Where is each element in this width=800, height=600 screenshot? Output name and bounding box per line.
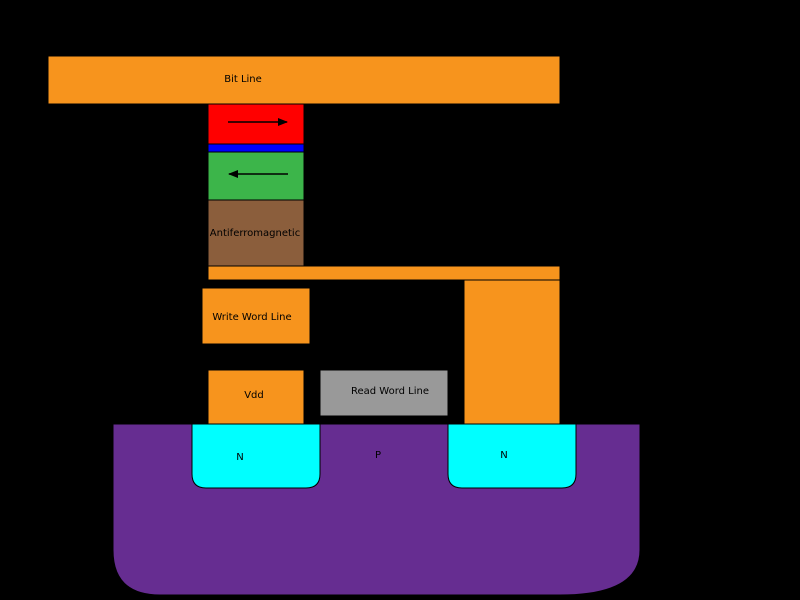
p-substrate-label: P <box>375 450 381 461</box>
write-word-line-label: Write Word Line <box>212 312 291 323</box>
n-region-right-label: N <box>500 450 507 461</box>
vdd-label: Vdd <box>244 390 264 401</box>
n-region-right <box>447 423 577 489</box>
free-layer <box>207 103 305 145</box>
tunnel-barrier <box>207 143 305 153</box>
n-region-left <box>191 423 321 489</box>
bottom-electrode-strap <box>207 265 561 281</box>
drain-via <box>463 279 561 425</box>
read-word-line-label: Read Word Line <box>351 386 429 397</box>
bit-line-label: Bit Line <box>224 74 262 85</box>
vdd-contact <box>207 369 305 425</box>
pinned-layer <box>207 151 305 201</box>
antiferromagnetic-layer <box>207 199 305 267</box>
n-region-left-label: N <box>236 452 243 463</box>
bit-line <box>47 55 561 105</box>
write-word-line <box>201 287 311 345</box>
read-word-line <box>319 369 449 417</box>
antiferromagnetic-label: Antiferromagnetic <box>210 228 300 239</box>
